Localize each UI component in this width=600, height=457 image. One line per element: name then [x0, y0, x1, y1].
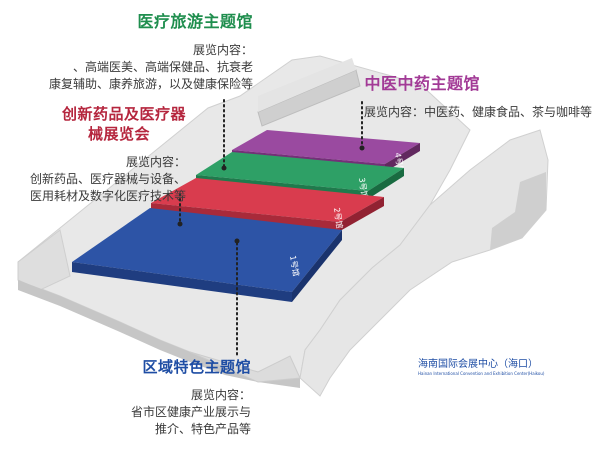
- hall-2-description: 展览内容： 创新药品、医疗器械与设备、 医用耗材及数字化医疗技术等: [0, 154, 186, 205]
- hall-3-info: 医疗旅游主题馆 展览内容： 高端医美、高端保健品、抗衰老、 康复辅助、康养旅游，…: [48, 8, 253, 93]
- leader-dots: [177, 145, 365, 244]
- hall-2-front: [151, 203, 340, 231]
- building-upper-block: [257, 69, 361, 127]
- hall-2-side: [340, 197, 384, 231]
- hall-1-label: 1号馆: [288, 255, 302, 278]
- hall-1-title: 区域特色主题馆: [142, 358, 251, 376]
- hall-2-desc-line-1: 创新药品、医疗器械与设备、: [29, 172, 186, 186]
- leader-dot-hall-2: [177, 221, 183, 227]
- hall-1-description: 展览内容： 省市区健康产业展示与 推介、特色产品等: [130, 387, 251, 438]
- hall-3-description: 展览内容： 高端医美、高端保健品、抗衰老、 康复辅助、康养旅游，以及健康保险等: [48, 42, 253, 93]
- building-right-tower: [490, 172, 546, 250]
- venue-name: 海南国际会展中心（海口）: [418, 357, 538, 370]
- hall-2-title-line-2: 械展览会: [87, 125, 150, 143]
- building-upper-block-top: [258, 58, 356, 112]
- leader-lines: [179, 99, 363, 359]
- hall-2-desc-line-2: 医用耗材及数字化医疗技术等: [29, 189, 186, 203]
- hall-3-title: 医疗旅游主题馆: [137, 12, 253, 31]
- hall-2-top: [151, 178, 384, 222]
- hall-3-subtitle: 展览内容：: [192, 43, 253, 57]
- hall-2-block[interactable]: 2号馆: [151, 178, 384, 231]
- hall-3-label: 3号馆: [357, 177, 370, 199]
- hall-4-side: [385, 143, 420, 172]
- hall-1-top: [72, 208, 342, 292]
- leader-dot-hall-3: [221, 165, 227, 171]
- building-lower-stub: [189, 351, 301, 383]
- hall-2-label: 2号馆: [332, 207, 345, 229]
- hall-4-title: 中医中药主题馆: [364, 74, 480, 93]
- hall-4-info: 中医中药主题馆 展览内容：中医药、健康食品、茶与咖啡等: [352, 70, 592, 121]
- hall-1-desc-line-1: 省市区健康产业展示与: [130, 405, 251, 419]
- hall-1-desc-line-2: 推介、特色产品等: [154, 422, 251, 436]
- hall-1-side: [292, 230, 342, 302]
- hall-1-info: 区域特色主题馆 展览内容： 省市区健康产业展示与 推介、特色产品等: [130, 356, 251, 438]
- hall-2-info: 创新药品及医疗器 械展览会 展览内容： 创新药品、医疗器械与设备、 医用耗材及数…: [0, 104, 186, 205]
- hall-3-side: [368, 168, 404, 199]
- hall-4-top: [232, 130, 420, 164]
- hall-3-desc-line-2: 康复辅助、康养旅游，以及健康保险等: [48, 77, 253, 91]
- leader-dot-hall-1: [234, 238, 240, 244]
- building-right-plaza: [299, 129, 549, 397]
- building-left-wing: [17, 229, 71, 291]
- hall-4-description: 展览内容：中医药、健康食品、茶与咖啡等: [363, 105, 592, 119]
- venue-name-en: Hainan International Convention and Exhi…: [418, 371, 545, 376]
- hall-3-desc-line-1: 高端医美、高端保健品、抗衰老、: [72, 60, 253, 74]
- hall-2-title-line-1: 创新药品及医疗器: [61, 105, 186, 123]
- hall-1-subtitle: 展览内容：: [190, 388, 251, 402]
- leader-dot-hall-4: [359, 145, 365, 151]
- hall-2-subtitle: 展览内容：: [125, 155, 186, 169]
- hall-3-top: [196, 152, 404, 191]
